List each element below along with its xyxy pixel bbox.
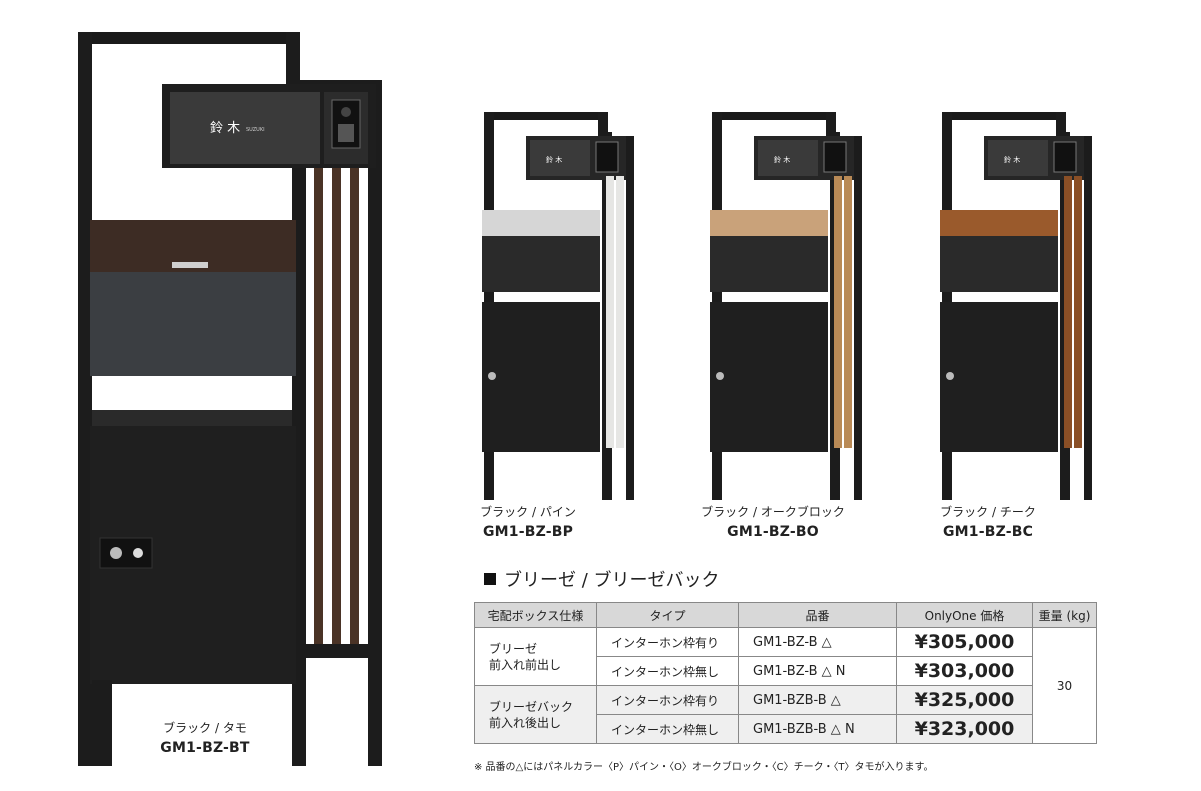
type-cell: インターホン枠有り: [596, 627, 739, 657]
svg-text:鈴 木: 鈴 木: [774, 155, 790, 164]
spec-cell: ブリーゼ前入れ前出し: [474, 627, 597, 686]
price-cell: ¥323,000: [896, 714, 1033, 744]
header-type: タイプ: [596, 602, 739, 628]
part-cell: GM1-BZ-B △ N: [738, 656, 897, 686]
product-illustration-main: 鈴 木 SUZUKI: [78, 32, 382, 766]
price-table: 宅配ボックス仕様 タイプ 品番 OnlyOne 価格 重量 (kg) ブリーゼ前…: [474, 602, 1097, 744]
price-cell: ¥303,000: [896, 656, 1033, 686]
table-header-row: 宅配ボックス仕様 タイプ 品番 OnlyOne 価格 重量 (kg): [474, 602, 1097, 628]
product-illustration-teak: 鈴 木: [940, 112, 1092, 500]
header-weight: 重量 (kg): [1032, 602, 1097, 628]
product-code-bo: GM1-BZ-BO: [727, 524, 819, 540]
nameplate-name: 鈴 木: [210, 121, 240, 136]
svg-text:鈴 木: 鈴 木: [1004, 155, 1020, 164]
square-bullet-icon: [484, 573, 496, 585]
spec-cell: ブリーゼバック前入れ後出し: [474, 685, 597, 744]
table-row: ブリーゼ前入れ前出し インターホン枠有り GM1-BZ-B △ ¥305,000…: [474, 627, 1097, 744]
header-part: 品番: [738, 602, 897, 628]
header-price: OnlyOne 価格: [896, 602, 1033, 628]
product-caption-bo: ブラック / オークブロック: [701, 505, 845, 519]
product-caption-bc: ブラック / チーク: [940, 505, 1036, 519]
part-cell: GM1-BZB-B △ N: [738, 714, 897, 744]
svg-text:鈴 木: 鈴 木: [546, 155, 562, 164]
nameplate-romaji: SUZUKI: [246, 127, 265, 133]
table-row: インターホン枠無し GM1-BZB-B △ N ¥323,000: [475, 714, 1097, 744]
weight-cell: 30: [1032, 627, 1097, 744]
footnote: ※ 品番の△にはパネルカラー〈P〉パイン・〈O〉オークブロック・〈C〉チーク・〈…: [474, 762, 934, 773]
product-illustration-oak: 鈴 木: [710, 112, 862, 500]
price-cell: ¥325,000: [896, 685, 1033, 715]
product-code-bt: GM1-BZ-BT: [160, 740, 250, 756]
table-row: インターホン枠無し GM1-BZ-B △ N ¥303,000: [475, 656, 1097, 686]
section-title: ブリーゼ / ブリーゼバック: [484, 566, 720, 592]
type-cell: インターホン枠無し: [596, 714, 739, 744]
part-cell: GM1-BZB-B △: [738, 685, 897, 715]
part-cell: GM1-BZ-B △: [738, 627, 897, 657]
product-illustration-pine: 鈴 木: [482, 112, 634, 500]
header-spec: 宅配ボックス仕様: [474, 602, 597, 628]
product-caption-bp: ブラック / パイン: [480, 505, 576, 519]
type-cell: インターホン枠有り: [596, 685, 739, 715]
price-cell: ¥305,000: [896, 627, 1033, 657]
table-row: ブリーゼバック前入れ後出し インターホン枠有り GM1-BZB-B △ ¥325…: [474, 685, 1097, 744]
type-cell: インターホン枠無し: [596, 656, 739, 686]
product-code-bp: GM1-BZ-BP: [482, 524, 574, 540]
product-code-bc: GM1-BZ-BC: [942, 524, 1034, 540]
product-caption-bt: ブラック / タモ: [163, 721, 247, 735]
